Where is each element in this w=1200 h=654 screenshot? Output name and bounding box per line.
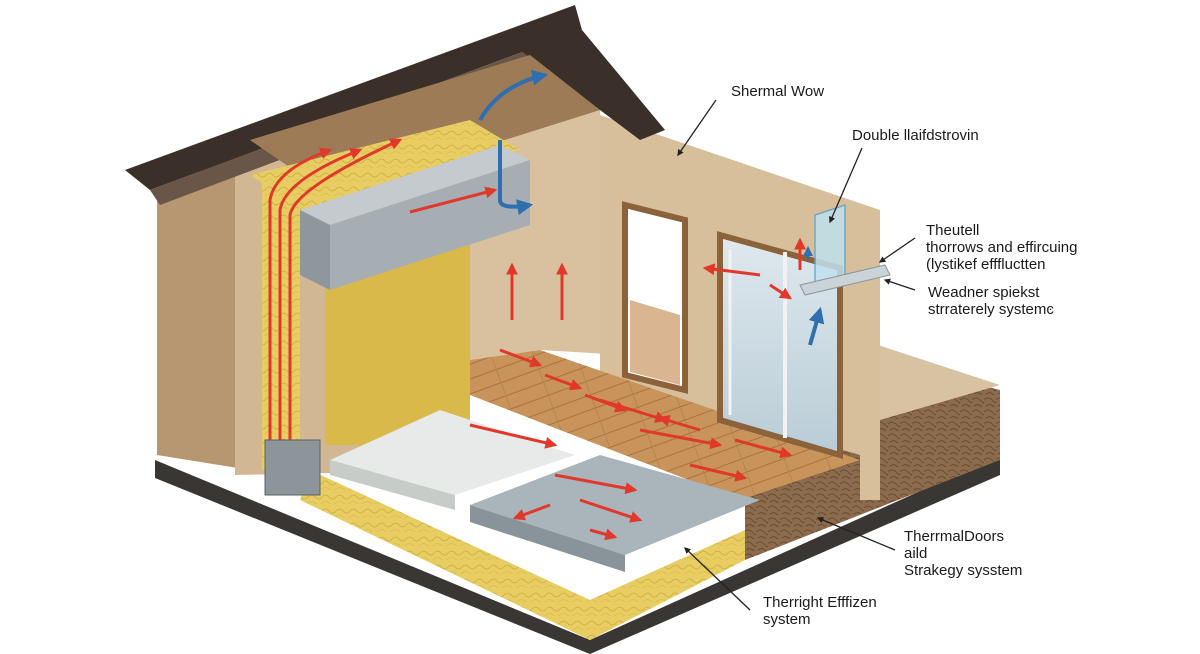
label-double-glazing: Double llaifdstrovin [852, 127, 979, 144]
ceiling-insulation [250, 120, 520, 210]
label-thermal-window-text: Shermal Wow [731, 83, 825, 100]
floor-vent [264, 439, 321, 496]
concrete-slab-right [470, 455, 760, 555]
label-thermal-doors-line2: aild [904, 545, 928, 562]
window-floor-reflection [630, 300, 680, 385]
label-thermal-doors-line3: Strakegy sysstem [904, 562, 1023, 579]
floor-slab-base [300, 470, 745, 640]
label-weather-stripping-line1: Weadner spiekst [928, 284, 1040, 301]
soil-right [872, 345, 1000, 420]
label-weather-stripping-line2: strraterely systemͼ [928, 301, 1054, 318]
concrete-beam-front [300, 210, 330, 290]
leader-lines [677, 99, 916, 611]
label-thermal-doors: TherrmalDoors aild Strakegy sysstem [904, 528, 1022, 579]
heat-flow-arrows [268, 138, 806, 541]
label-thermal-window: Shermal Wow [731, 83, 824, 100]
label-thermal-doors-line1: TherrmalDoors [904, 528, 1005, 545]
label-thermal-flows: Theutell thorrows and effircuing (lystik… [926, 222, 1077, 273]
label-thermal-flows-line3: (lystikef efffluctten [926, 256, 1046, 273]
concrete-beam-top [300, 145, 530, 225]
label-double-glazing-text: Double llaifdstrovin [852, 127, 979, 144]
concrete-slab-left-edge [330, 460, 455, 510]
roof-left [125, 5, 582, 190]
roof-right [520, 30, 665, 140]
label-floor-efficiency-line2: system [763, 611, 811, 628]
label-thermal-flows-line2: thorrows and effircuing [926, 239, 1078, 256]
weather-strip-sill [799, 264, 891, 296]
label-floor-efficiency: Therright Efffizen system [763, 594, 877, 628]
cool-air-arrows [478, 69, 825, 346]
concrete-slab-right-edge [470, 505, 625, 572]
left-outer-wall [157, 150, 250, 470]
label-weather-stripping: Weadner spiekst strraterely systemͼ [928, 284, 1054, 318]
label-floor-efficiency-line1: Therright Efffizen [763, 594, 877, 611]
label-thermal-flows-line1: Theutell [926, 222, 980, 239]
concrete-slab-left [330, 410, 575, 495]
